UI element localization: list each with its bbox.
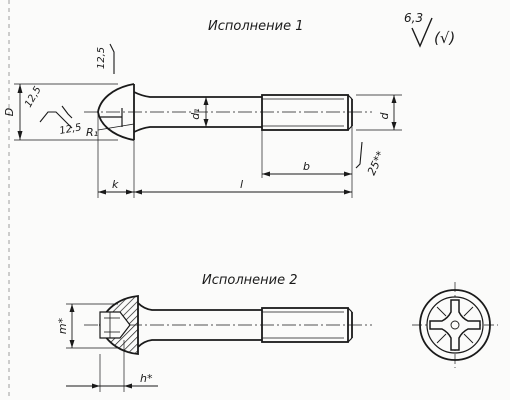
v2-cross-recess xyxy=(99,311,131,339)
dim-shank-diameter: d₁ xyxy=(189,108,202,119)
v1-thread xyxy=(261,94,349,131)
variant-1-title: Исполнение 1 xyxy=(208,19,303,34)
cross-recess-shape xyxy=(429,299,481,351)
cross-recess-end-view xyxy=(412,282,498,368)
dim-recess-diameter: m* xyxy=(56,317,69,334)
general-roughness-symbol: 6,3 (√) xyxy=(404,11,455,48)
roughness-slot-a: 12,5 xyxy=(23,85,44,110)
general-roughness-value: 6,3 xyxy=(404,11,423,25)
roughness-thread: 25** xyxy=(365,149,388,178)
dim-head-height: k xyxy=(112,178,119,191)
general-roughness-bracket: (√) xyxy=(434,29,455,47)
variant-2-view: m* h* xyxy=(56,295,372,392)
variant-1-view: D 12,5 12,5 12,5 R₁ d₁ d 25** xyxy=(3,43,402,198)
dim-fillet-radius: R₁ xyxy=(86,126,98,139)
v1-screw-head xyxy=(97,83,135,141)
dim-head-diameter: D xyxy=(3,108,16,116)
dim-length: l xyxy=(240,178,243,191)
dim-thread-length: b xyxy=(303,160,310,173)
variant-2-title: Исполнение 2 xyxy=(202,273,297,288)
roughness-slot-b: 12,5 xyxy=(59,122,83,137)
dim-thread-diameter: d xyxy=(378,111,391,119)
roughness-head-top: 12,5 xyxy=(96,47,107,69)
dim-recess-depth: h* xyxy=(140,372,153,385)
